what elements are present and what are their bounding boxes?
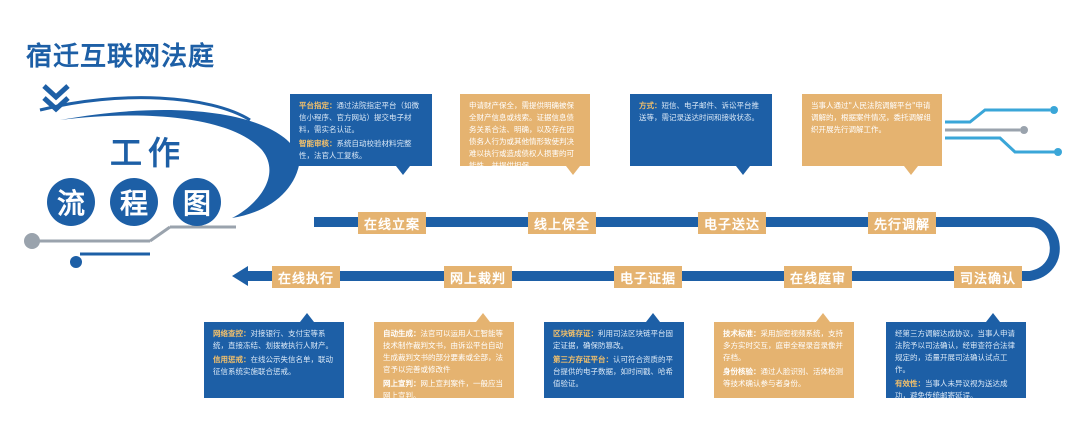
- swoosh-decoration: [39, 96, 251, 122]
- step-box-electronic-evidence: 电子证据: [614, 266, 682, 288]
- step-box-pre-mediation: 先行调解: [868, 212, 936, 234]
- flow-path: [248, 217, 1060, 281]
- info-card-online-preservation: 申请财产保全，需提供明确被保全财产信息或线索。证据信息债务关系合法、明确，以及存…: [460, 94, 590, 166]
- info-card-online-filing: 平台指定：通过法院指定平台（如微信小程序、官方网站）提交电子材料，需实名认证。 …: [290, 94, 432, 166]
- info-card-electronic-evidence: 区块链存证：利用司法区块链平台固定证据，确保防篡改。 第三方存证平台：认可符合资…: [544, 322, 684, 398]
- card-pointer: [476, 313, 490, 322]
- step-box-online-judgment: 网上裁判: [444, 266, 512, 288]
- info-card-online-trial: 技术标准：采用加密视频系统，支持多方实时交互，庭审全程录音录像并存档。 身份核验…: [714, 322, 854, 398]
- page-title: 宿迁互联网法庭: [26, 42, 216, 72]
- circuit-node: [70, 256, 82, 268]
- info-card-judicial-confirmation: 经第三方调解达成协议，当事人申请法院予以司法确认，经审查符合法律规定的，适量开展…: [886, 322, 1026, 398]
- subtitle-char-circle: 程: [110, 178, 158, 226]
- step-box-electronic-service: 电子送达: [698, 212, 766, 234]
- circuit-node: [24, 233, 40, 249]
- chevron-down-icon: [42, 84, 70, 101]
- info-card-pre-mediation: 当事人通过"人民法院调解平台"申请调解的，根据案件情况，委托调解组织开展先行调解…: [802, 94, 942, 166]
- card-pointer: [736, 166, 750, 175]
- card-pointer: [396, 166, 410, 175]
- card-pointer: [986, 313, 1000, 322]
- step-box-online-trial: 在线庭审: [784, 266, 852, 288]
- step-box-online-preservation: 线上保全: [528, 212, 596, 234]
- card-pointer: [646, 313, 660, 322]
- info-card-online-enforcement: 网络查控：对接银行、支付宝等系统，直接冻结、划拨被执行人财产。 信用惩戒：在线公…: [204, 322, 344, 398]
- info-card-electronic-service: 方式：短信、电子邮件、诉讼平台推送等，需记录送达时间和接收状态。: [630, 94, 772, 166]
- subtitle: 工作: [110, 134, 187, 172]
- arrow-left-icon: [232, 266, 248, 286]
- subtitle-char-circle: 流: [47, 178, 95, 226]
- step-box-online-enforcement: 在线执行: [272, 266, 340, 288]
- chevron-down-icon: [42, 96, 70, 113]
- card-pointer: [566, 166, 580, 175]
- subtitle-char-circle: 图: [173, 178, 221, 226]
- card-pointer: [904, 166, 918, 175]
- card-pointer: [816, 313, 830, 322]
- step-box-online-filing: 在线立案: [358, 212, 426, 234]
- card-pointer: [300, 313, 314, 322]
- info-card-online-judgment: 自动生成：法官可以运用人工智能等技术制作裁判文书，由诉讼平台自动生成裁判文书的部…: [374, 322, 514, 398]
- step-box-judicial-confirmation: 司法确认: [954, 266, 1022, 288]
